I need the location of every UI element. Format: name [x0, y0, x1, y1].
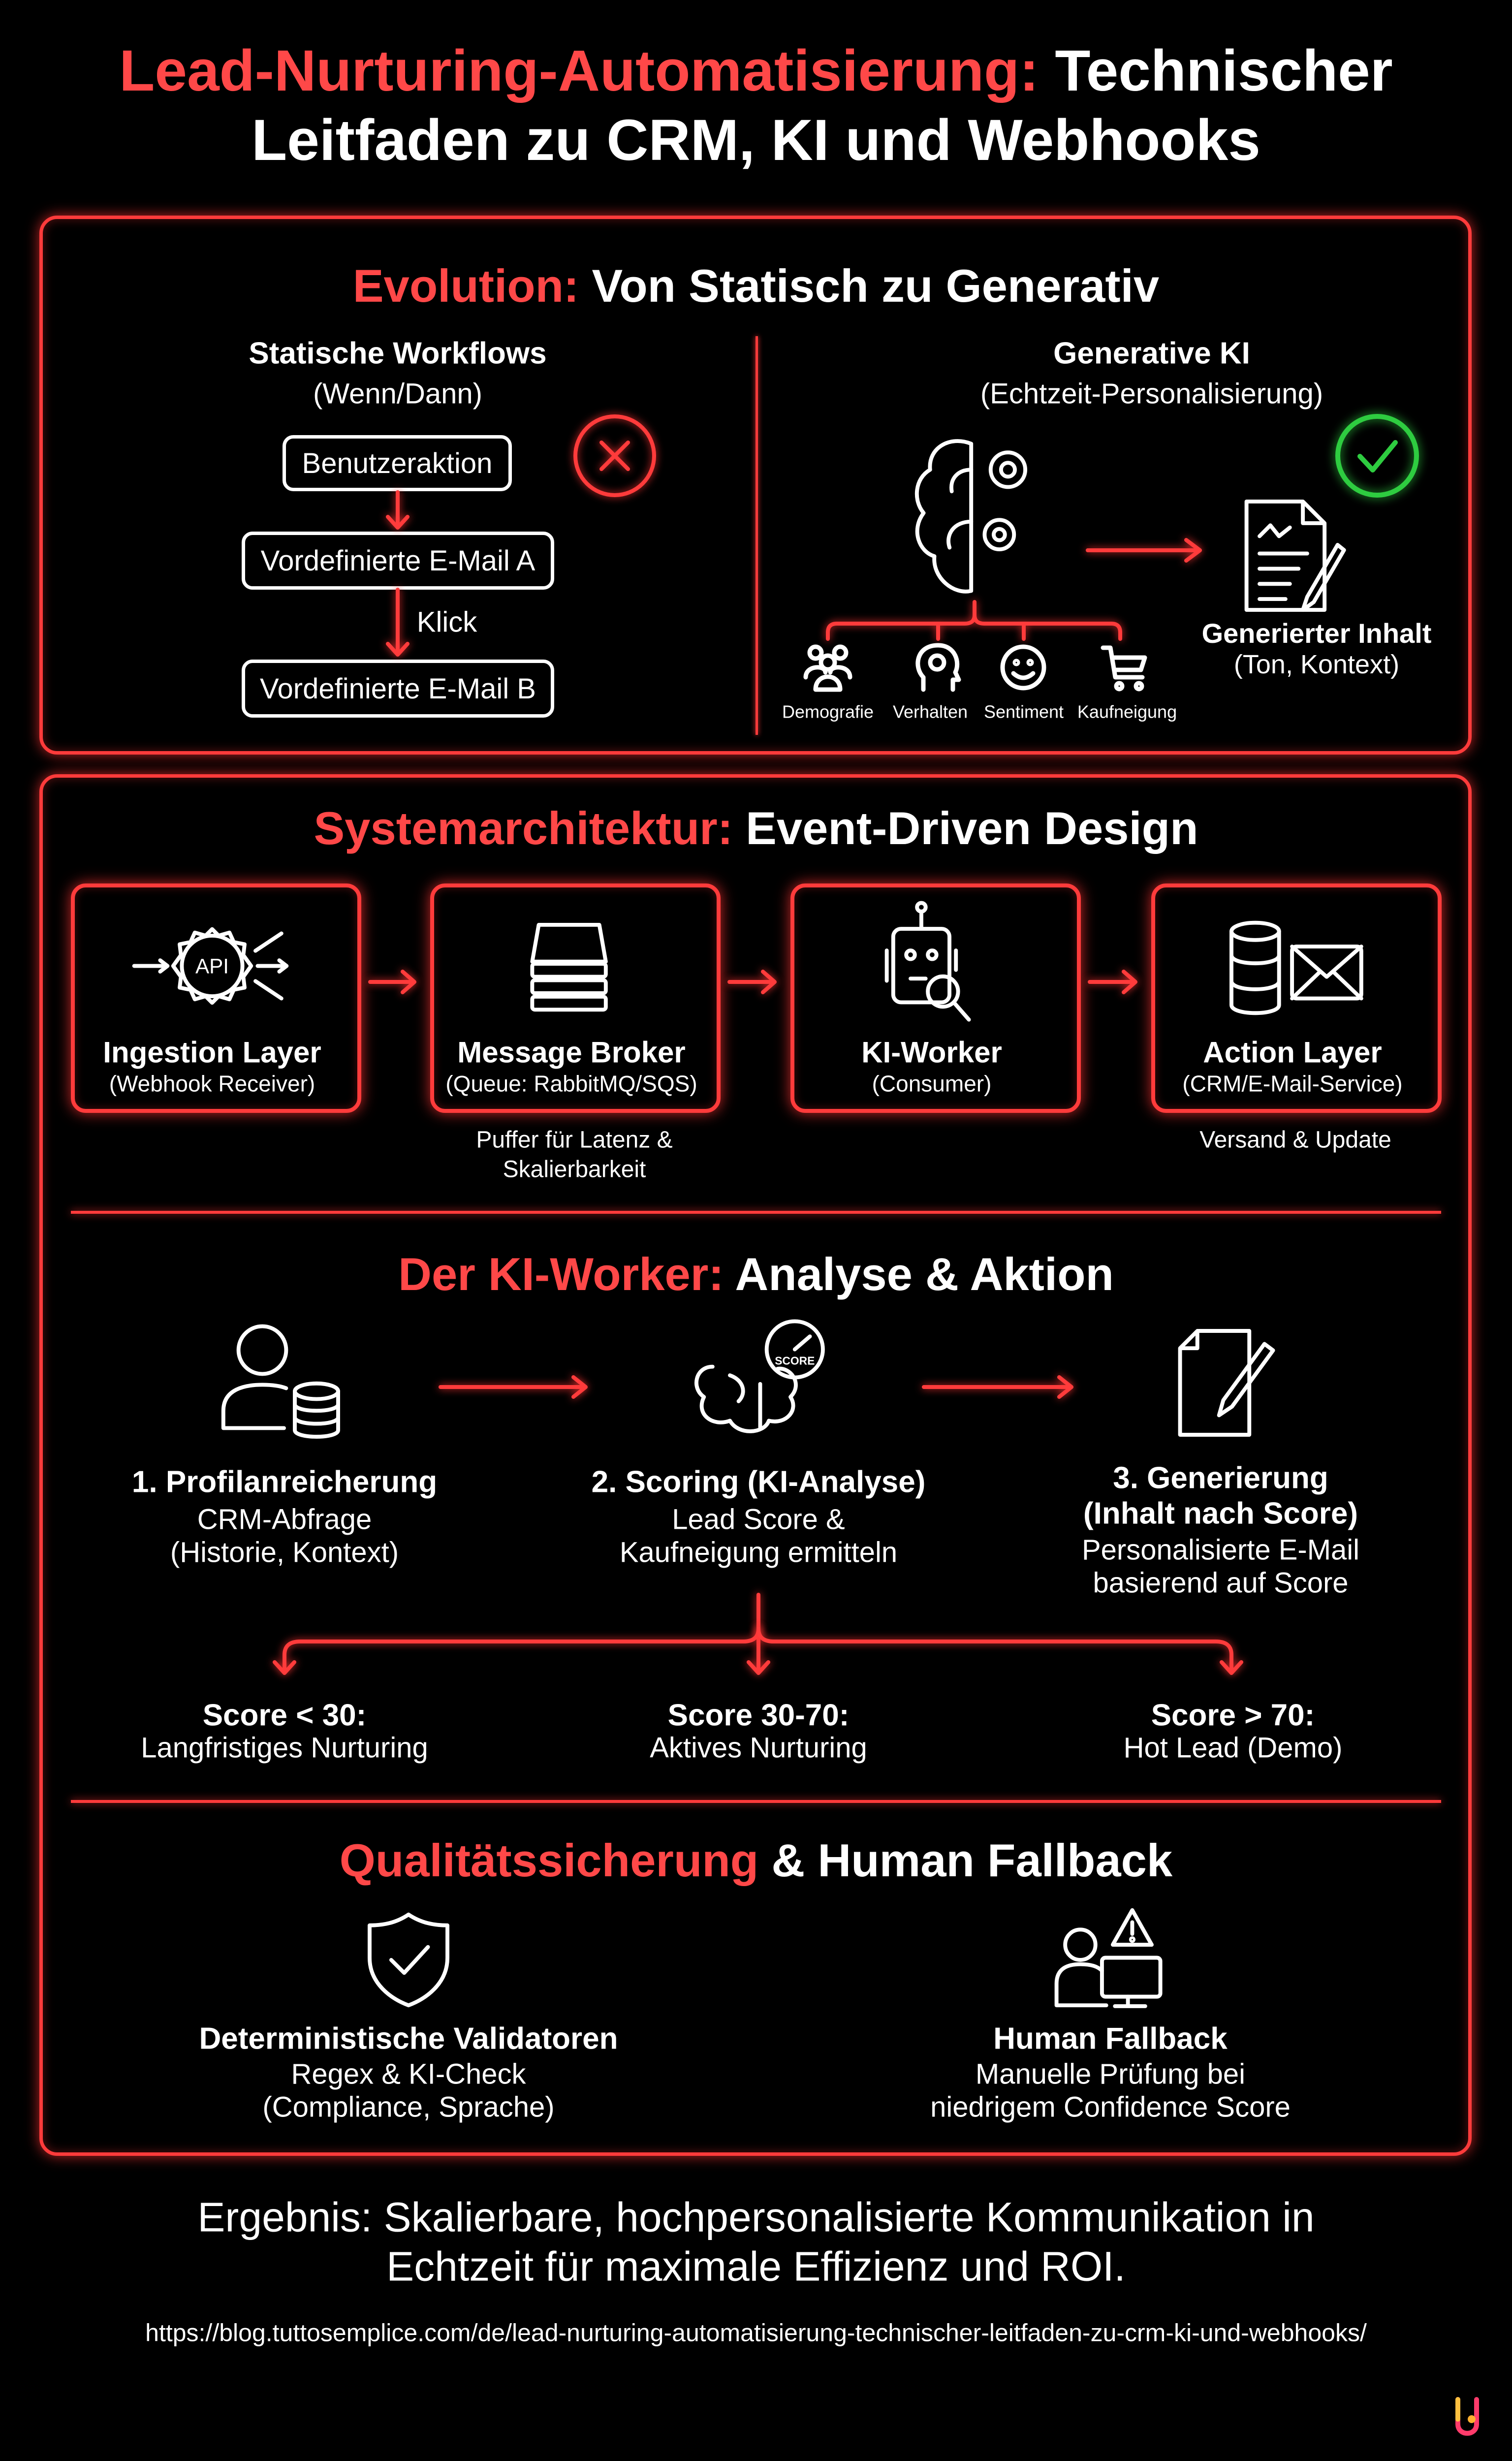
step-benutzeraktion: Benutzeraktion	[283, 435, 512, 491]
generative-subtitle: (Echtzeit-Personalisierung)	[980, 378, 1323, 410]
step1-line2: (Historie, Kontext)	[170, 1536, 399, 1569]
layer-title-action: Action Layer	[1203, 1036, 1382, 1069]
layer-title-worker: KI-Worker	[861, 1036, 1002, 1069]
input-label-demografie: Demografie	[782, 701, 874, 722]
check-circle-icon	[1335, 414, 1419, 498]
evolution-panel	[39, 216, 1472, 755]
edit-document-icon	[1178, 1329, 1275, 1437]
layer-title-ingestion: Ingestion Layer	[103, 1036, 321, 1069]
shield-check-icon	[368, 1912, 449, 2008]
layer-subtitle-ingestion: (Webhook Receiver)	[109, 1071, 315, 1097]
static-title: Statische Workflows	[249, 336, 547, 371]
title-accent: Lead-Nurturing-Automatisierung:	[119, 38, 1039, 104]
heading-rest: & Human Fallback	[771, 1834, 1173, 1886]
result-line2: Echtzeit für maximale Effizienz und ROI.	[386, 2243, 1126, 2290]
step3-line2: basierend auf Score	[1093, 1567, 1349, 1599]
action-note: Versand & Update	[1199, 1127, 1391, 1153]
api-label: API	[195, 954, 229, 978]
heading-accent: Der KI-Worker:	[398, 1248, 724, 1300]
evolution-heading: Evolution: Von Statisch zu Generativ	[353, 259, 1159, 313]
validators-line1: Regex & KI-Check	[291, 2058, 526, 2090]
title-rest: Technischer	[1055, 38, 1393, 104]
step1-line1: CRM-Abfrage	[197, 1503, 372, 1536]
layer-subtitle-broker: (Queue: RabbitMQ/SQS)	[445, 1071, 697, 1097]
score-badge: SCORE	[775, 1354, 815, 1367]
result-line1: Ergebnis: Skalierbare, hochpersonalisier…	[197, 2194, 1315, 2240]
architecture-heading: Systemarchitektur: Event-Driven Design	[314, 802, 1198, 855]
input-label-verhalten: Verhalten	[892, 701, 968, 722]
step3-line1: Personalisierte E-Mail	[1081, 1534, 1360, 1566]
heading-rest: Event-Driven Design	[746, 802, 1198, 854]
static-subtitle: (Wenn/Dann)	[313, 378, 482, 410]
source-url[interactable]: https://blog.tuttosemplice.com/de/lead-n…	[145, 2319, 1367, 2347]
layer-subtitle-worker: (Consumer)	[872, 1071, 992, 1097]
step-email-b: Vordefinierte E-Mail B	[242, 660, 554, 718]
step-email-a: Vordefinierte E-Mail A	[242, 532, 554, 590]
fallback-title: Human Fallback	[993, 2021, 1228, 2056]
profile-database-icon	[221, 1324, 340, 1439]
input-label-sentiment: Sentiment	[983, 701, 1064, 722]
step2-line1: Lead Score &	[672, 1503, 845, 1536]
input-label-kaufneigung: Kaufneigung	[1077, 701, 1177, 722]
step3-title-line2: (Inhalt nach Score)	[1083, 1496, 1358, 1531]
card-action-layer	[1151, 883, 1442, 1113]
robot-search-icon	[884, 901, 971, 1022]
api-gear-icon: API	[132, 927, 289, 1005]
step3-title-line1: 3. Generierung	[1113, 1461, 1328, 1495]
broker-note-line2: Skalierbarkeit	[503, 1156, 646, 1183]
fallback-line2: niedrigem Confidence Score	[930, 2091, 1291, 2123]
page-title-line2: Leitfaden zu CRM, KI und Webhooks	[252, 108, 1260, 173]
human-computer-warning-icon	[1054, 1908, 1163, 2008]
worker-heading: Der KI-Worker: Analyse & Aktion	[398, 1248, 1114, 1301]
score-low-action: Langfristiges Nurturing	[141, 1732, 428, 1764]
generative-title: Generative KI	[1053, 336, 1250, 371]
database-mail-icon	[1229, 920, 1363, 1015]
heading-rest: Analyse & Aktion	[735, 1248, 1114, 1300]
kaufneigung-cart-icon	[1101, 645, 1147, 692]
klick-label: Klick	[416, 606, 477, 638]
score-low-label: Score < 30:	[202, 1698, 367, 1733]
generated-document-icon	[1244, 499, 1346, 612]
validators-title: Deterministische Validatoren	[199, 2021, 618, 2056]
heading-accent: Evolution:	[352, 259, 579, 312]
sentiment-icon	[1000, 644, 1046, 691]
card-message-broker	[430, 883, 721, 1113]
heading-rest: Von Statisch zu Generativ	[592, 259, 1160, 312]
score-high-action: Hot Lead (Demo)	[1123, 1732, 1343, 1764]
step1-title: 1. Profilanreicherung	[131, 1465, 438, 1499]
demografie-icon	[803, 644, 852, 692]
verhalten-icon	[915, 643, 961, 692]
vertical-divider	[756, 336, 758, 735]
brand-logo-icon	[1455, 2397, 1479, 2436]
heading-accent: Systemarchitektur:	[314, 802, 733, 854]
queue-stack-icon	[530, 923, 608, 1012]
score-mid-label: Score 30-70:	[667, 1698, 850, 1733]
score-mid-action: Aktives Nurturing	[650, 1732, 867, 1764]
broker-note-line1: Puffer für Latenz &	[476, 1127, 673, 1153]
step2-line2: Kaufneigung ermitteln	[619, 1536, 898, 1569]
layer-subtitle-action: (CRM/E-Mail-Service)	[1182, 1071, 1403, 1097]
step2-title: 2. Scoring (KI-Analyse)	[591, 1465, 926, 1499]
section-divider	[71, 1800, 1441, 1803]
output-title: Generierter Inhalt	[1201, 617, 1432, 649]
fallback-line1: Manuelle Prüfung bei	[975, 2058, 1246, 2090]
validators-line2: (Compliance, Sprache)	[262, 2091, 555, 2123]
brain-gears-icon	[914, 439, 1028, 594]
architecture-panel	[39, 774, 1472, 2156]
layer-title-broker: Message Broker	[457, 1036, 686, 1069]
x-circle-icon	[573, 414, 656, 497]
section-divider	[71, 1211, 1441, 1214]
brain-score-icon: SCORE	[694, 1319, 825, 1433]
card-ingestion-layer	[71, 883, 361, 1113]
quality-heading: Qualitätssicherung & Human Fallback	[340, 1834, 1172, 1887]
output-subtitle: (Ton, Kontext)	[1233, 649, 1400, 679]
page-title-line1: Lead-Nurturing-Automatisierung: Technisc…	[119, 38, 1392, 105]
card-ki-worker	[790, 883, 1081, 1113]
heading-accent: Qualitätssicherung	[339, 1834, 759, 1886]
score-high-label: Score > 70:	[1151, 1698, 1315, 1733]
